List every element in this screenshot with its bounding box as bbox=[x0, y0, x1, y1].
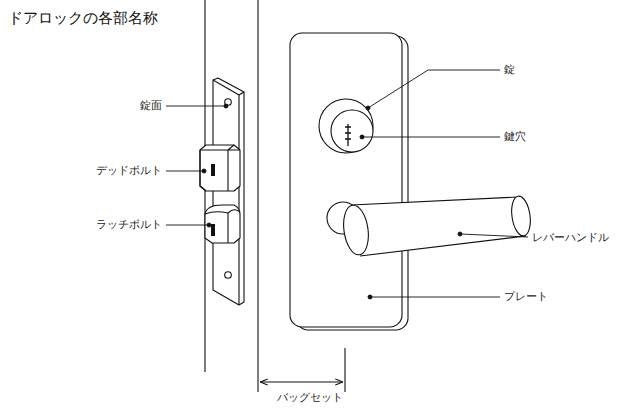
lever-handle bbox=[327, 195, 533, 256]
escutcheon-plate bbox=[290, 33, 408, 330]
backset-dimension bbox=[260, 348, 345, 392]
part-label: 錠 bbox=[503, 63, 516, 76]
part-label: バッグセット bbox=[276, 391, 344, 404]
door-face bbox=[257, 0, 258, 392]
latch-bolt bbox=[205, 205, 240, 243]
diagram-title: ドアロックの各部名称 bbox=[8, 9, 158, 27]
leader-lines bbox=[166, 70, 528, 299]
part-label: プレート bbox=[503, 290, 549, 303]
part-label: デッドボルト bbox=[95, 164, 163, 177]
dead-bolt bbox=[200, 145, 240, 191]
part-label: レバーハンドル bbox=[531, 231, 610, 244]
part-label: 錠面 bbox=[139, 99, 163, 112]
lock-cylinder bbox=[319, 99, 373, 153]
part-label: 鍵穴 bbox=[503, 130, 527, 143]
part-label: ラッチボルト bbox=[95, 218, 163, 231]
